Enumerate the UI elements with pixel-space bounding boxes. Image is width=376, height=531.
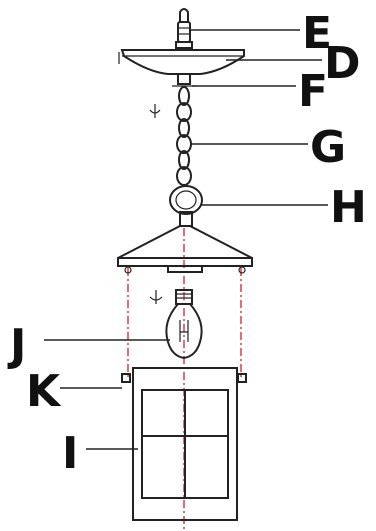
part-h-ring xyxy=(169,185,203,227)
part-g-chain xyxy=(176,86,192,186)
label-i: I xyxy=(62,428,78,479)
rotate-symbol-upper xyxy=(149,104,161,118)
label-k: K xyxy=(26,366,62,417)
lantern-roof xyxy=(117,225,253,274)
label-j: J xyxy=(7,320,26,371)
label-f: F xyxy=(298,66,328,117)
rotate-symbol-lower xyxy=(149,290,163,304)
label-d: D xyxy=(324,38,361,89)
label-h: H xyxy=(330,182,367,233)
part-f-connector xyxy=(172,73,196,87)
part-j-bulb xyxy=(165,289,203,360)
part-d-canopy xyxy=(118,49,245,75)
part-e-hook xyxy=(175,8,193,49)
label-g: G xyxy=(310,122,346,173)
label-e: E xyxy=(302,8,332,59)
part-i-frame xyxy=(132,367,238,521)
